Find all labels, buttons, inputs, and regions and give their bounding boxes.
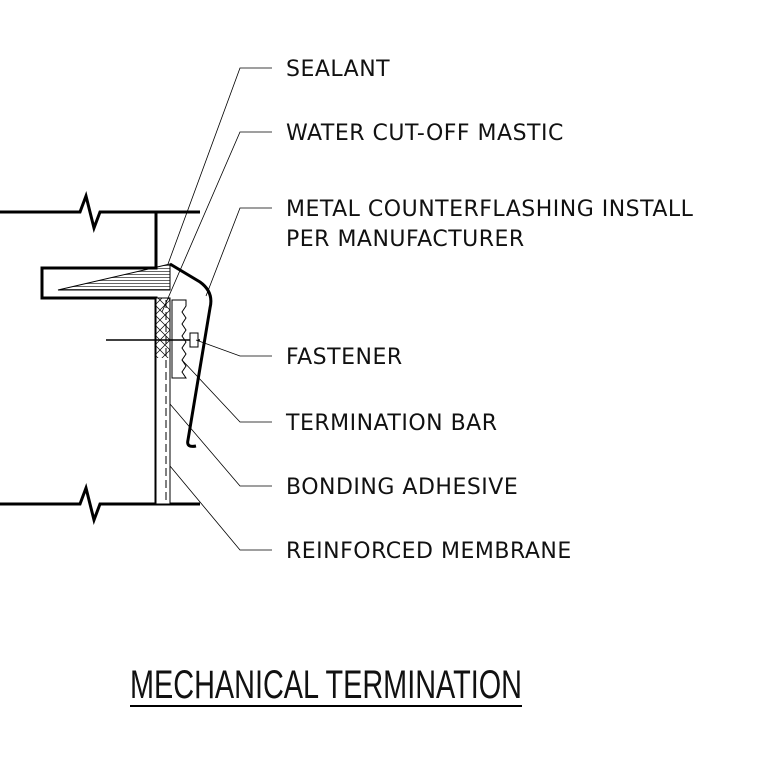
- wall-face: [40, 212, 158, 504]
- bottom-break-line: [0, 482, 200, 526]
- leader-water-cutoff: [161, 131, 272, 313]
- label-bonding-adhesive: BONDING ADHESIVE: [286, 475, 518, 500]
- label-reinforced-membrane: REINFORCED MEMBRANE: [286, 539, 572, 564]
- label-counterflashing-line2: PER MANUFACTURER: [286, 227, 525, 252]
- sealant-bead: [57, 263, 171, 291]
- label-water-cutoff: WATER CUT-OFF MASTIC: [286, 121, 564, 146]
- label-sealant: SEALANT: [286, 57, 390, 82]
- termination-bar: [171, 299, 187, 379]
- leader-lines: [161, 67, 272, 551]
- drawing-title: MECHANICAL TERMINATION: [130, 663, 522, 707]
- metal-counterflashing: [169, 262, 213, 448]
- label-counterflashing-line1: METAL COUNTERFLASHING INSTALL: [286, 197, 694, 222]
- top-break-line: [0, 190, 200, 234]
- drawing-title-block: MECHANICAL TERMINATION: [130, 663, 522, 707]
- leader-reinforced-membrane: [169, 465, 272, 551]
- label-termination-bar: TERMINATION BAR: [285, 411, 498, 436]
- leader-termination-bar: [181, 359, 272, 423]
- callout-labels: SEALANT WATER CUT-OFF MASTIC METAL COUNT…: [285, 57, 694, 564]
- fastener: [106, 332, 200, 348]
- label-fastener: FASTENER: [286, 345, 403, 370]
- leader-sealant: [167, 67, 272, 265]
- leader-fastener: [195, 339, 272, 357]
- leader-bonding-adhesive: [169, 403, 272, 487]
- mastic-strip: [155, 297, 171, 505]
- leader-counterflashing: [205, 207, 272, 297]
